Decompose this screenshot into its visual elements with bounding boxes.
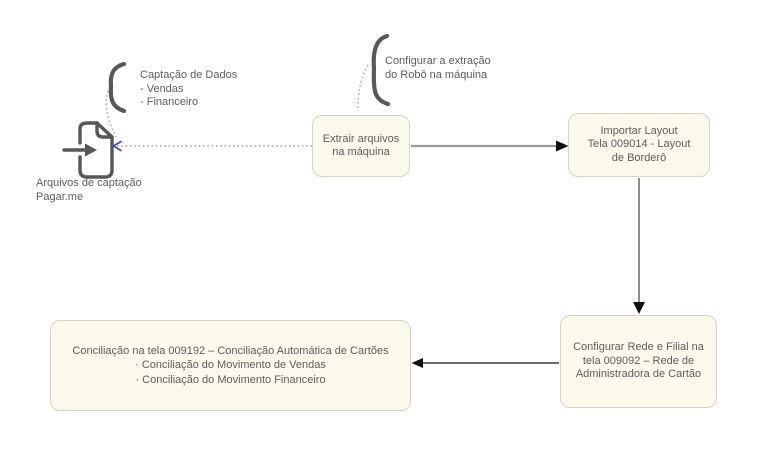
connector-capture-brace xyxy=(105,86,117,138)
node-configure-network: Configurar Rede e Filial na tela 009092 … xyxy=(560,315,717,408)
annotation-robot-config: Configurar a extração do Robô na máquina xyxy=(385,55,491,81)
connector-robot-brace xyxy=(357,64,369,112)
blue-arrowhead-icon xyxy=(112,140,122,152)
arrow-extract-to-import xyxy=(411,140,569,152)
node-import-layout: Importar Layout Tela 009014 - Layout de … xyxy=(568,113,710,177)
annotation-data-capture: Captação de Dados - Vendas - Financeiro xyxy=(140,69,238,108)
annotation-source-files: Arquivos de captação Pagar.me xyxy=(36,177,142,203)
node-reconciliation: Conciliação na tela 009192 – Conciliação… xyxy=(50,320,411,411)
arrow-import-to-network xyxy=(633,178,645,314)
arrow-network-to-reconciliation xyxy=(411,358,559,368)
file-import-icon xyxy=(62,121,114,179)
brace-icon xyxy=(108,61,127,114)
node-extract-files: Extrair arquivos na máquina xyxy=(312,115,410,177)
connector-files-to-extract xyxy=(112,140,312,152)
